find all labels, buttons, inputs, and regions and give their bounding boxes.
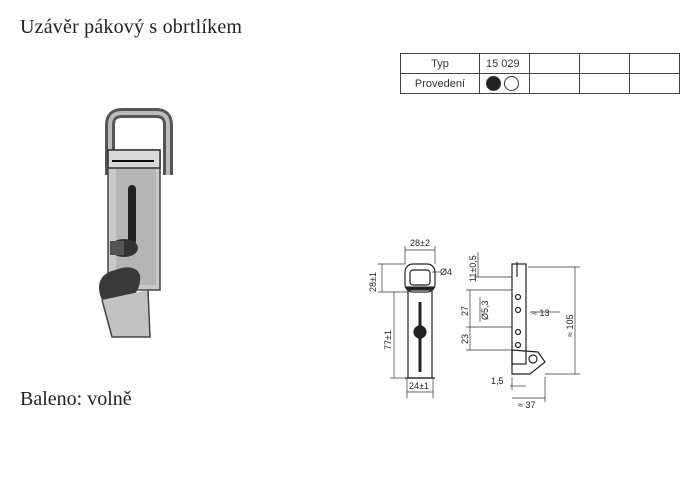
dim-hole-dia: Ø4 bbox=[440, 267, 452, 277]
open-circle-icon bbox=[504, 76, 519, 91]
empty-cell bbox=[629, 53, 680, 74]
packing-info: Baleno: volně bbox=[20, 388, 132, 410]
type-value: 15 029 bbox=[479, 53, 530, 74]
dim-top-width: 28±2 bbox=[410, 238, 430, 248]
spec-table: Typ 15 029 Provedení bbox=[400, 53, 680, 94]
dim-total-height: 77±1 bbox=[383, 330, 393, 350]
empty-cell bbox=[629, 73, 680, 94]
dim-approx-105: ≈ 105 bbox=[565, 315, 575, 337]
variant-dots bbox=[479, 73, 530, 94]
spec-row-variant: Provedení bbox=[400, 73, 680, 94]
dim-approx-13: ≈ 13 bbox=[532, 308, 549, 318]
dim-1-5: 1,5 bbox=[491, 376, 504, 386]
empty-cell bbox=[529, 73, 580, 94]
filled-circle-icon bbox=[486, 76, 501, 91]
dim-side-top: 11±0,5 bbox=[468, 255, 478, 282]
dim-bottom-width: 24±1 bbox=[409, 381, 429, 391]
dim-side-dia: Ø5,3 bbox=[480, 300, 490, 320]
type-label: Typ bbox=[400, 53, 480, 74]
empty-cell bbox=[579, 53, 630, 74]
page-title: Uzávěr pákový s obrtlíkem bbox=[20, 16, 243, 38]
dim-side-27: 27 bbox=[460, 306, 470, 316]
dim-left-height: 28±1 bbox=[368, 272, 378, 292]
dim-side-23: 23 bbox=[460, 334, 470, 344]
spec-row-type: Typ 15 029 bbox=[400, 53, 680, 74]
empty-cell bbox=[529, 53, 580, 74]
empty-cell bbox=[579, 73, 630, 94]
product-illustration bbox=[99, 108, 173, 338]
dim-approx-37: ≈ 37 bbox=[518, 400, 535, 410]
technical-drawing: 28±2 Ø4 28±1 77±1 24±1 11±0,5 27 Ø5,3 23… bbox=[368, 238, 580, 410]
variant-label: Provedení bbox=[400, 73, 480, 94]
